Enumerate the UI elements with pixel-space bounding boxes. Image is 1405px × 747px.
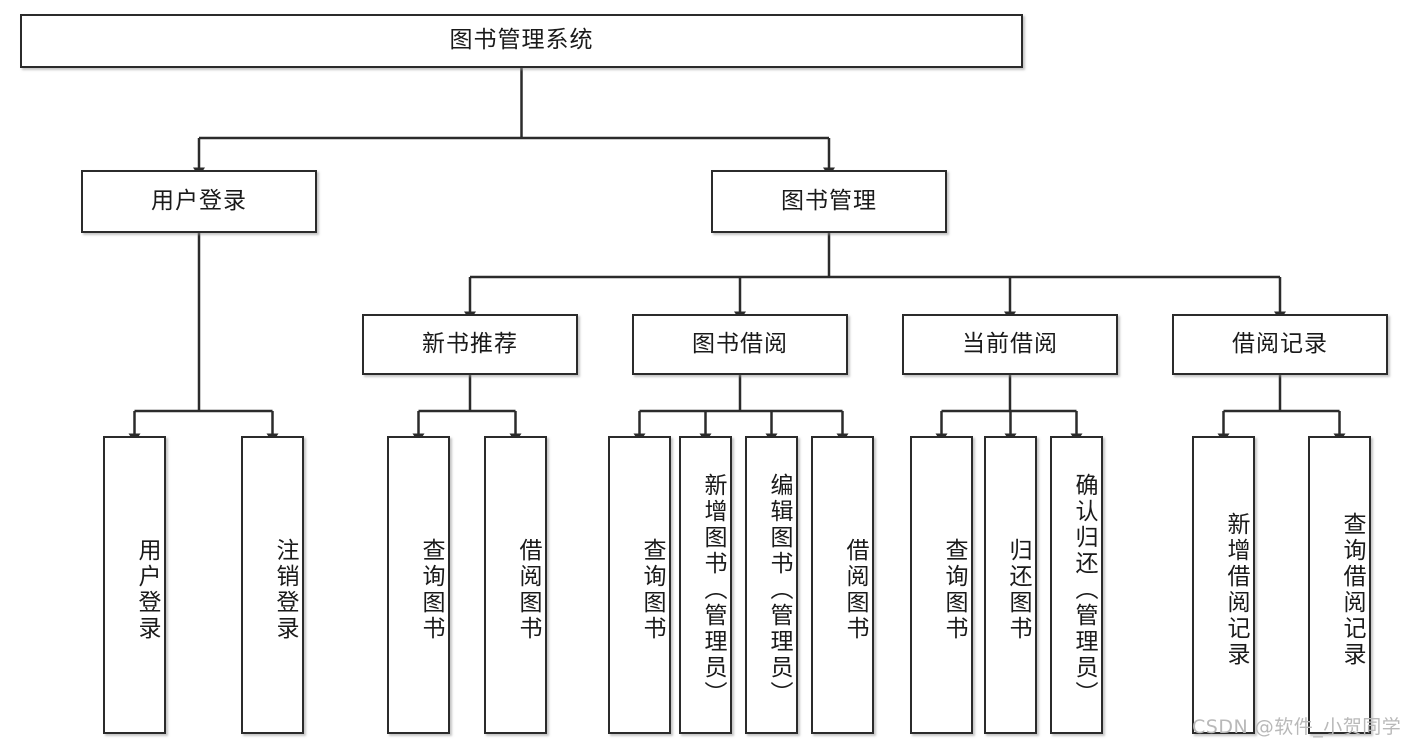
watermark-text: CSDN @软件_小贺同学 — [1192, 716, 1402, 738]
node-l-queryrec[interactable]: 查询借阅记录 — [1308, 436, 1371, 734]
node-label: 查询图书 — [639, 538, 665, 642]
node-records[interactable]: 借阅记录 — [1172, 314, 1388, 375]
node-label: 新增借阅记录 — [1223, 512, 1249, 668]
node-label: 图书管理系统 — [449, 27, 594, 54]
node-l-query3[interactable]: 查询图书 — [910, 436, 973, 734]
node-l-borrow2[interactable]: 借阅图书 — [811, 436, 874, 734]
node-label: 归还图书 — [1005, 538, 1031, 642]
node-label: 当前借阅 — [962, 330, 1058, 357]
node-label: 借阅图书 — [515, 538, 541, 642]
node-label: 确认归还（管理员） — [1071, 473, 1097, 707]
node-label: 借阅图书 — [842, 538, 868, 642]
node-l-userlogin[interactable]: 用户登录 — [103, 436, 166, 734]
node-bookmgmt[interactable]: 图书管理 — [711, 170, 947, 233]
node-label: 用户登录 — [134, 538, 160, 642]
node-l-query1[interactable]: 查询图书 — [387, 436, 450, 734]
node-login[interactable]: 用户登录 — [81, 170, 317, 233]
node-label: 编辑图书（管理员） — [766, 473, 792, 707]
node-label: 新书推荐 — [422, 330, 518, 357]
node-l-confirm[interactable]: 确认归还（管理员） — [1050, 436, 1103, 734]
node-label: 图书管理 — [781, 187, 877, 214]
node-label: 查询图书 — [941, 538, 967, 642]
node-label: 查询借阅记录 — [1339, 512, 1365, 668]
node-l-addrec[interactable]: 新增借阅记录 — [1192, 436, 1255, 734]
node-borrow[interactable]: 图书借阅 — [632, 314, 848, 375]
node-label: 用户登录 — [151, 187, 247, 214]
node-current[interactable]: 当前借阅 — [902, 314, 1118, 375]
node-root[interactable]: 图书管理系统 — [20, 14, 1023, 68]
node-label: 新增图书（管理员） — [700, 473, 726, 707]
node-label: 注销登录 — [272, 538, 298, 642]
node-label: 借阅记录 — [1232, 330, 1328, 357]
node-l-query2[interactable]: 查询图书 — [608, 436, 671, 734]
node-label: 查询图书 — [418, 538, 444, 642]
node-newbook[interactable]: 新书推荐 — [362, 314, 578, 375]
node-l-return[interactable]: 归还图书 — [984, 436, 1037, 734]
node-l-borrow1[interactable]: 借阅图书 — [484, 436, 547, 734]
node-l-addbook[interactable]: 新增图书（管理员） — [679, 436, 732, 734]
node-l-logout[interactable]: 注销登录 — [241, 436, 304, 734]
node-l-editbook[interactable]: 编辑图书（管理员） — [745, 436, 798, 734]
node-label: 图书借阅 — [692, 330, 788, 357]
